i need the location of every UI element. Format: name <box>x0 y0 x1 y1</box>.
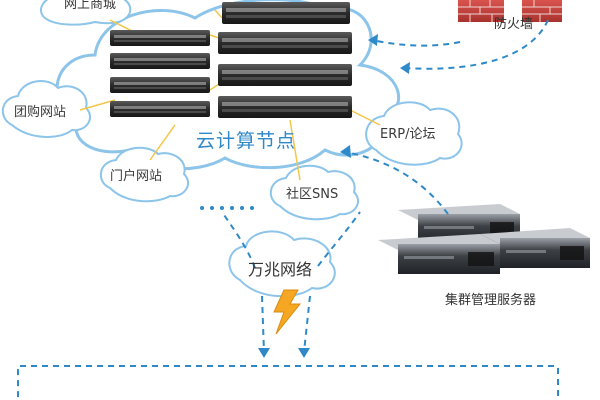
rack-unit <box>218 64 352 86</box>
label-cluster: 集群管理服务器 <box>445 293 537 308</box>
bottom-dashed-box <box>17 365 559 400</box>
arrow-heads <box>258 34 410 358</box>
bubble-group-buy <box>2 80 91 138</box>
rack-unit <box>110 101 210 117</box>
dashed-arrows <box>221 19 549 353</box>
left-server-racks <box>110 30 210 117</box>
firewall-icon <box>458 0 562 22</box>
label-erp-forum: ERP/论坛 <box>380 127 436 142</box>
bubble-community <box>270 164 359 221</box>
label-community: 社区SNS <box>286 187 339 202</box>
bubble-online-mall <box>40 0 132 26</box>
rack-unit <box>110 53 210 69</box>
label-cloud-node: 云计算节点 <box>196 130 297 152</box>
bubble-portal <box>100 146 189 203</box>
label-portal: 门户网站 <box>110 169 163 184</box>
label-firewall: 防火墙 <box>494 17 534 32</box>
cluster-server-icon <box>378 204 590 274</box>
right-server-racks <box>218 2 352 118</box>
rack-unit <box>218 96 352 118</box>
rack-unit <box>110 77 210 93</box>
label-group-buy: 团购网站 <box>14 105 67 120</box>
bubble-erp-forum <box>365 101 463 166</box>
rack-unit <box>222 2 350 24</box>
server-unit <box>480 228 590 268</box>
label-network: 万兆网络 <box>248 260 313 279</box>
rack-unit <box>110 30 210 46</box>
label-online-mall: 网上商城 <box>64 0 117 12</box>
dot-row <box>200 206 254 210</box>
server-unit <box>378 234 500 274</box>
lightning-icon <box>273 289 302 335</box>
rack-unit <box>218 32 352 54</box>
